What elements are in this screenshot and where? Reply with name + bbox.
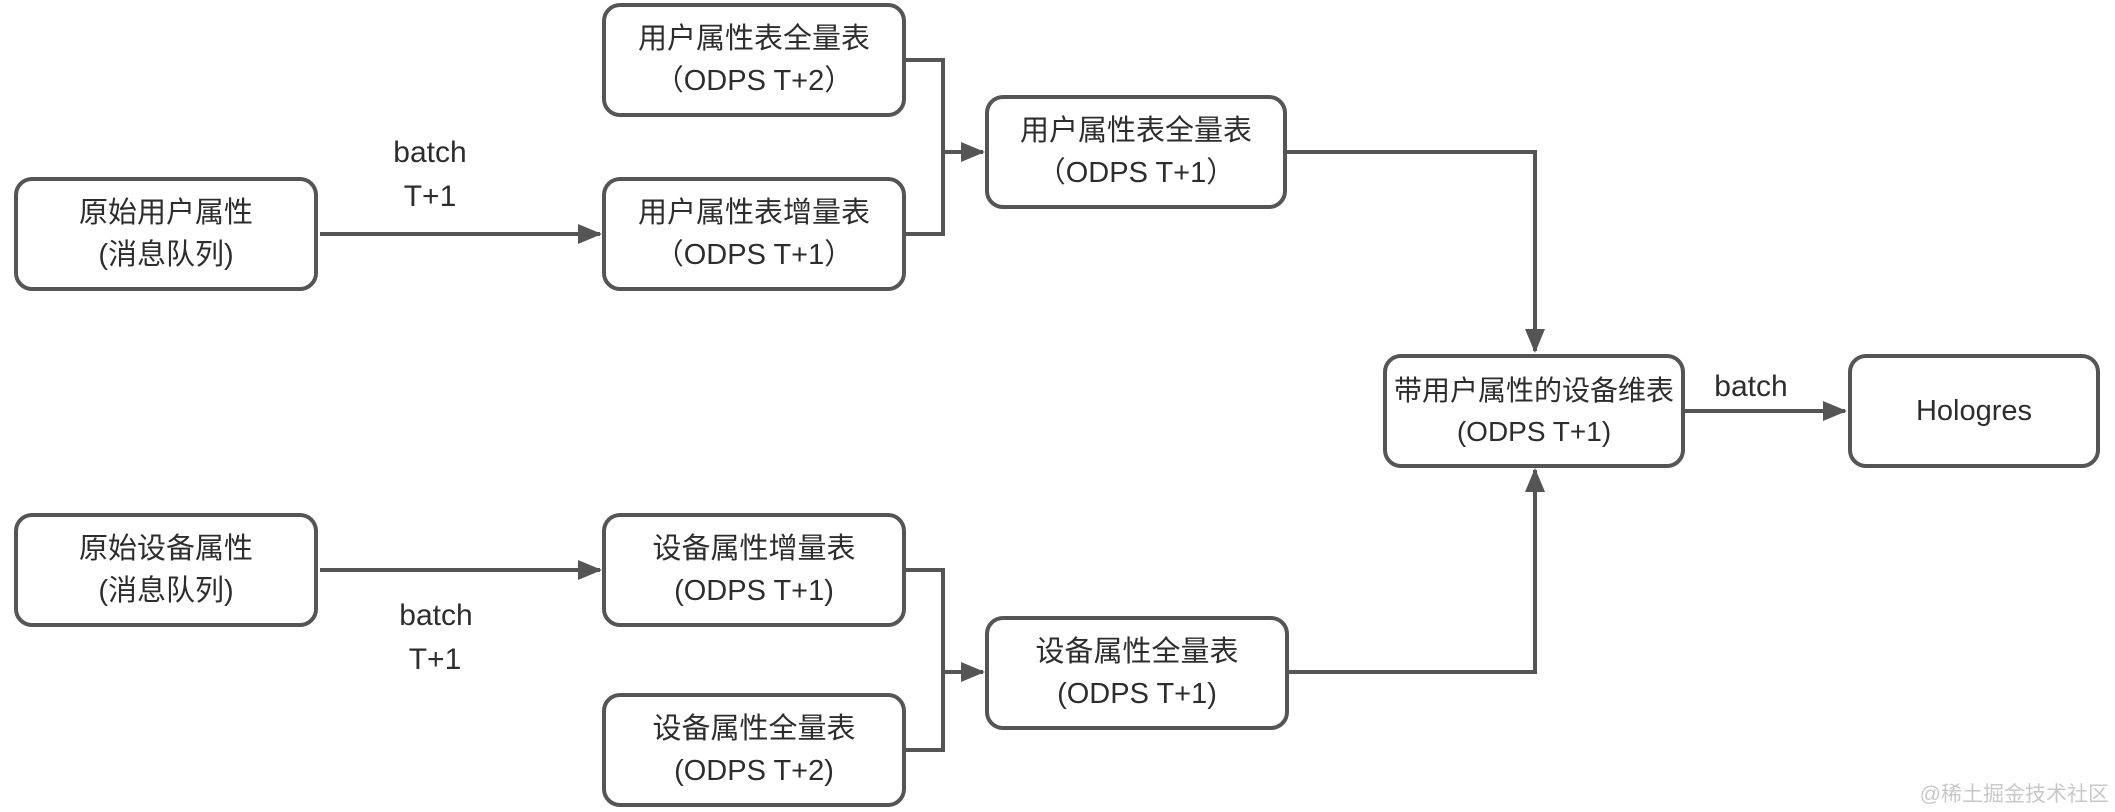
edge-label-t1-top: T+1 [403,180,457,213]
edge-label-batch-output: batch [1714,370,1788,403]
node-user-incr-t1: 用户属性表增量表 （ODPS T+1） [602,177,906,291]
node-label: 设备属性全量表 [1035,635,1239,668]
node-sublabel: (ODPS T+2) [674,754,834,787]
node-device-full-t2: 设备属性全量表 (ODPS T+2) [602,693,906,807]
edge-label-batch-top: batch [393,136,467,169]
node-device-incr-t1: 设备属性增量表 (ODPS T+1) [602,513,906,627]
node-user-attr-source: 原始用户属性 (消息队列) [14,177,318,291]
node-label: 原始用户属性 [78,196,253,229]
node-label: 原始设备属性 [78,532,253,565]
node-device-dim-with-user-attr: 带用户属性的设备维表 (ODPS T+1) [1383,354,1685,468]
node-sublabel: (消息队列) [98,238,234,271]
node-label: 用户属性表全量表 [637,22,870,55]
node-user-full-t1: 用户属性表全量表 （ODPS T+1） [985,95,1287,209]
node-label: 用户属性表增量表 [637,196,870,229]
edge-user-merge-bracket [905,58,945,236]
edge-device-merge-bracket [905,568,945,752]
edge-label-t1-bottom: T+1 [408,643,462,676]
edge-user-full-t1-to-device-dim [1287,150,1545,353]
node-label: 设备属性全量表 [652,712,856,745]
node-label: Hologres [1915,394,2033,427]
edge-label-batch-bottom: batch [399,599,473,632]
node-device-attr-source: 原始设备属性 (消息队列) [14,513,318,627]
node-sublabel: （ODPS T+1） [654,238,854,271]
node-device-full-t1: 设备属性全量表 (ODPS T+1) [985,616,1289,730]
node-label: 设备属性增量表 [652,532,856,565]
node-sublabel: (ODPS T+1) [1456,415,1612,447]
node-hologres: Hologres [1848,354,2100,468]
edge-device-full-t1-to-device-dim [1287,468,1545,674]
node-sublabel: (ODPS T+1) [1057,677,1217,710]
node-sublabel: (消息队列) [98,574,234,607]
node-sublabel: (ODPS T+1) [674,574,834,607]
node-label: 用户属性表全量表 [1019,114,1252,147]
node-user-full-t2: 用户属性表全量表 （ODPS T+2） [602,3,906,117]
node-sublabel: （ODPS T+1） [1036,156,1236,189]
node-sublabel: （ODPS T+2） [654,64,854,97]
watermark: @稀土掘金技术社区 [1919,783,2109,806]
node-label: 带用户属性的设备维表 [1393,374,1674,406]
